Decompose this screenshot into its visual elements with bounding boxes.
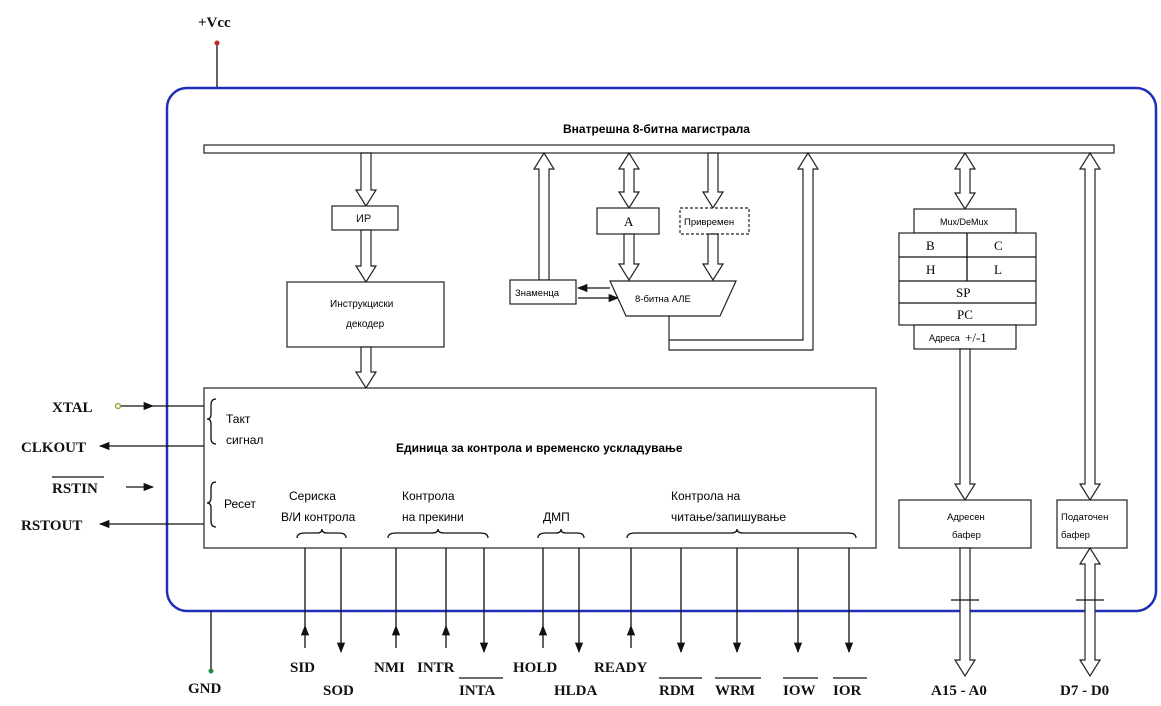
bus-to-temp-arrow [701,152,725,210]
serial-label-2: В/И контрола [281,510,356,524]
reg-h: H [926,262,935,277]
pin-sod: SOD [323,683,354,699]
dma-label: ДМП [543,510,570,524]
pin-ready: READY [594,660,648,676]
control-unit-block [203,387,877,549]
bus-label: Внатрешна 8-битна магистрала [563,122,750,136]
data-buffer-block [1056,499,1128,549]
pin-wrm: WRM [715,683,755,699]
addr-buffer-label-2: бафер [952,530,981,541]
decoder-to-control-arrow [354,346,378,390]
interrupt-brace [387,528,489,539]
serial-label-1: Сериска [289,489,336,503]
temp-to-alu-arrow [701,233,725,282]
bus-regs-arrow [953,151,977,211]
decoder-label-2: декодер [346,319,385,330]
flags-label: Знаменца [515,288,560,299]
reset-brace [206,481,217,528]
ir-label: ИР [356,213,371,225]
pin-xtal: XTAL [52,400,93,416]
pin-intr: INTR [417,660,455,676]
flags-to-bus-arrow [532,151,556,281]
clock-brace [206,398,217,445]
ir-to-decoder-arrow [354,229,378,284]
xtal-dot [114,402,122,410]
decoder-label-1: Инструкциски [330,299,393,310]
dma-brace [537,528,585,539]
pin-data: D7 - D0 [1060,683,1109,699]
data-buffer-label-1: Податочен [1061,512,1108,523]
interrupt-label-2: на прекини [402,510,464,524]
reg-pc: PC [957,307,973,322]
addrbuf-to-pins-arrow [953,547,977,678]
gnd-label: GND [188,681,222,697]
addr-inc-label: Адреса [929,333,960,343]
flags-block [509,279,577,305]
reg-l: L [994,262,1002,277]
pin-inta: INTA [459,683,496,699]
pin-iow: IOW [783,683,816,699]
reset-label: Ресет [224,497,256,511]
internal-bus [203,144,1115,154]
pin-rdm: RDM [659,683,695,699]
serial-brace [296,528,347,539]
regs-to-addrbuf-arrow [953,348,977,502]
pin-rstin: RSTIN [52,481,98,497]
pin-rstout: RSTOUT [21,518,82,534]
gnd-dot [208,668,214,674]
acc-block [596,207,660,235]
clock-label-1: Такт [226,412,251,426]
rw-brace [626,528,857,539]
databuf-pins-arrow [1078,546,1102,678]
pin-hlda: HLDA [554,683,598,699]
acc-to-alu-arrow [617,233,641,282]
addr-inc-block [913,324,1017,350]
pin-hold: HOLD [513,660,557,676]
reg-b: B [926,238,935,253]
reg-c: C [994,238,1003,253]
temp-block [679,207,750,235]
ir-block [331,205,399,231]
alu-to-bus-arrow [668,151,820,351]
muxdemux-label: Mux/DeMux [940,217,989,227]
rw-label-1: Контрола на [671,489,741,503]
bus-databuf-arrow [1078,151,1102,502]
control-title: Единица за контрола и временско усклaдув… [396,441,683,455]
alu-label: 8-битна АЛЕ [635,294,691,305]
reg-sp: SP [956,285,970,300]
decoder-block [286,281,445,348]
pin-clkout: CLKOUT [21,440,86,456]
bus-acc-arrow [617,151,641,210]
pin-addr: A15 - A0 [931,683,987,699]
chip-border [165,86,1158,613]
pin-nmi: NMI [374,660,405,676]
bus-to-ir-arrow [354,152,378,208]
data-buffer-label-2: бафер [1061,530,1090,541]
rw-label-2: читање/запишување [671,510,786,524]
addr-buffer-label-1: Адресен [947,512,985,523]
temp-label: Привремен [684,217,734,228]
vcc-dot [214,40,220,46]
acc-label: A [624,214,634,229]
clock-label-2: сигнал [226,433,263,447]
vcc-label: +Vcc [198,15,231,31]
pin-sid: SID [290,660,315,676]
pin-ior: IOR [833,683,862,699]
interrupt-label-1: Контрола [402,489,455,503]
alu-block [609,280,737,317]
addr-inc-op: +/-1 [965,330,987,345]
